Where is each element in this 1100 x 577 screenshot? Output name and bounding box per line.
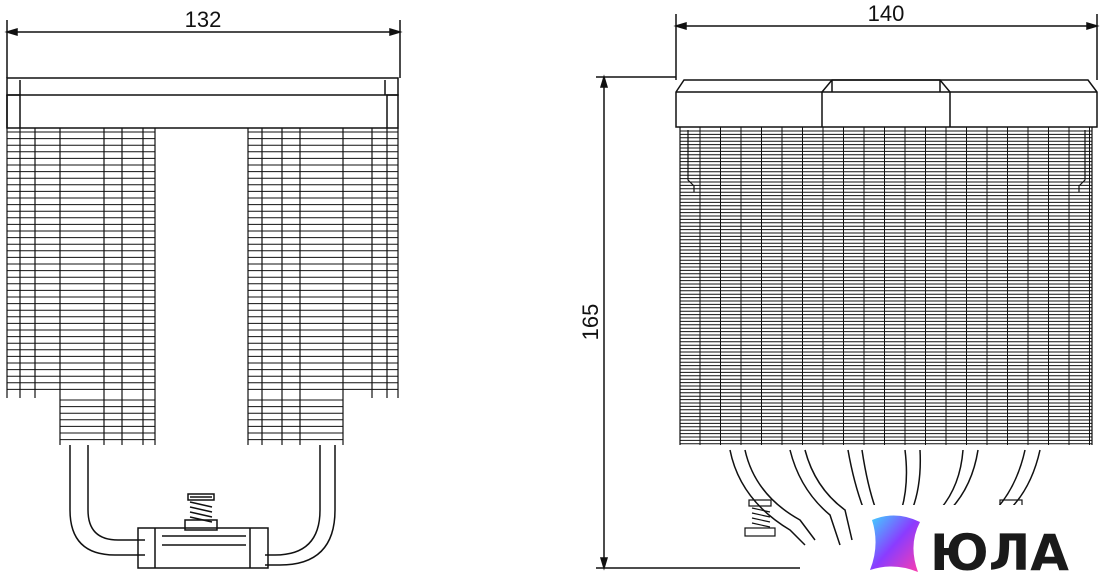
yula-wordmark: ЮЛА xyxy=(930,524,1069,577)
side-fin-verticals xyxy=(6,128,399,445)
side-base-block xyxy=(137,493,269,569)
front-height-label: 165 xyxy=(578,304,603,341)
yula-logo-icon xyxy=(870,515,920,572)
front-fin-stack xyxy=(680,130,1092,445)
side-fin-stack-right xyxy=(248,131,398,441)
yula-watermark: ЮЛА xyxy=(858,505,1100,577)
front-fin-columns xyxy=(699,127,1090,445)
side-width-dimension xyxy=(4,20,403,78)
side-view: 132 xyxy=(4,7,403,569)
front-height-dimension xyxy=(596,74,800,571)
side-heatpipes xyxy=(69,445,336,566)
front-width-dimension xyxy=(673,14,1100,80)
front-width-label: 140 xyxy=(868,1,905,26)
front-view: 140 165 xyxy=(578,1,1100,571)
side-top-plate xyxy=(6,77,399,96)
side-width-label: 132 xyxy=(185,7,222,32)
front-top-cap xyxy=(675,79,1098,128)
front-fin-verticals xyxy=(679,127,1093,445)
side-fin-stack-left xyxy=(7,131,155,441)
